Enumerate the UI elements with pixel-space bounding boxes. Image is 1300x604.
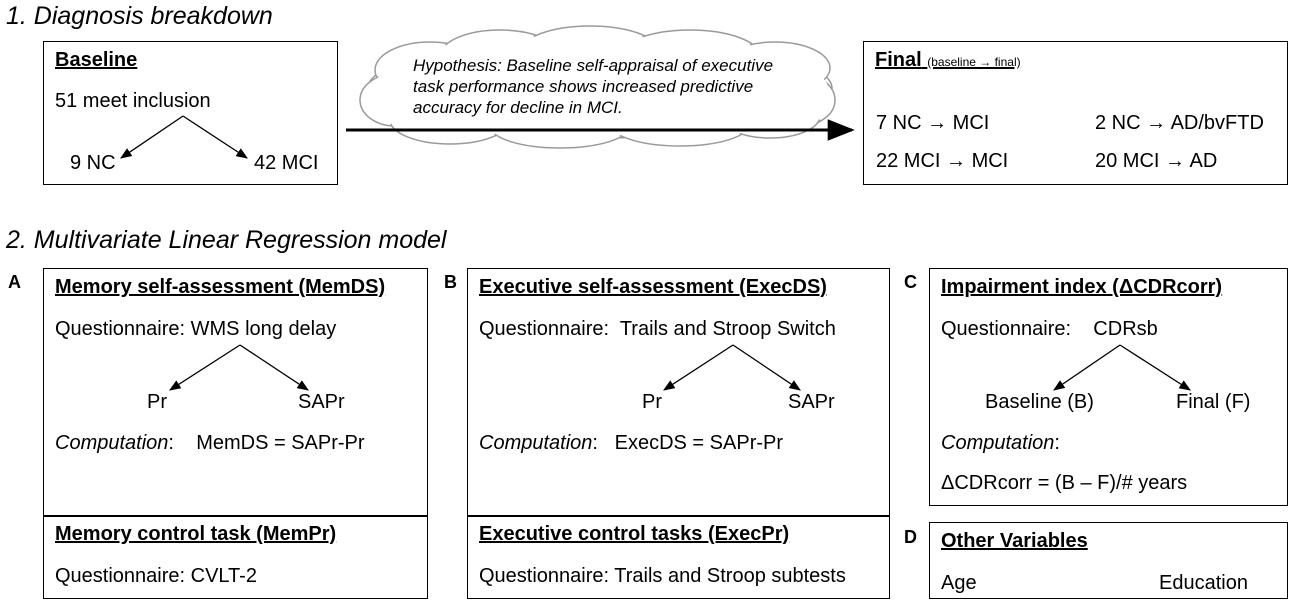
final-title: Final (baseline → final) [875, 49, 1021, 72]
panel-c-computation: Computation: [941, 432, 1060, 455]
panel-a-control-title: Memory control task (MemPr) [55, 523, 337, 545]
panel-b-questionnaire: Questionnaire: Trails and Stroop Switch [479, 318, 836, 340]
panel-d-education: Education [1159, 572, 1248, 594]
panel-a-computation: Computation: MemDS = SAPr-Pr [55, 432, 365, 455]
panel-c-computation-label: Computation [941, 432, 1055, 454]
hypothesis-line-1: Hypothesis: Baseline self-appraisal of e… [413, 56, 774, 75]
panel-d-box [929, 522, 1288, 599]
panel-letter-b: B [444, 272, 457, 292]
panel-b-control-title: Executive control tasks (ExecPr) [479, 523, 790, 545]
final-subtitle: (baseline → final) [927, 55, 1021, 69]
panel-letter-c: C [904, 272, 917, 292]
panel-a-control-questionnaire: Questionnaire: CVLT-2 [55, 565, 257, 587]
panel-b-divider [467, 515, 890, 517]
baseline-box [43, 41, 338, 185]
panel-letter-d: D [904, 527, 917, 547]
panel-a-computation-value: : MemDS = SAPr-Pr [168, 432, 365, 454]
section-2-title: 2. Multivariate Linear Regression model [6, 226, 447, 254]
panel-c-box [929, 268, 1288, 506]
final-item-mci-mci: 22 MCI → MCI [876, 150, 1009, 172]
panel-a-title: Memory self-assessment (MemDS) [55, 276, 386, 298]
final-title-text: Final [875, 49, 922, 71]
panel-c-questionnaire: Questionnaire: CDRsb [941, 318, 1158, 340]
panel-letter-a: A [8, 272, 21, 292]
final-item-nc-mci: 7 NC → MCI [876, 112, 990, 134]
panel-b-title: Executive self-assessment (ExecDS) [479, 276, 827, 298]
panel-b-sapr: SAPr [788, 391, 835, 413]
panel-b-box [467, 268, 890, 599]
section-1-title: 1. Diagnosis breakdown [6, 2, 273, 30]
baseline-mci: 42 MCI [254, 152, 319, 174]
panel-b-computation: Computation: ExecDS = SAPr-Pr [479, 432, 783, 455]
panel-d-title: Other Variables [941, 530, 1088, 552]
panel-a-box [43, 268, 428, 599]
panel-d-age: Age [941, 572, 977, 594]
panel-a-sapr: SAPr [298, 391, 345, 413]
baseline-meet-inclusion: 51 meet inclusion [55, 90, 211, 112]
panel-a-questionnaire: Questionnaire: WMS long delay [55, 318, 337, 340]
panel-a-computation-label: Computation [55, 432, 169, 454]
hypothesis-line-3: accuracy for decline in MCI. [413, 98, 623, 117]
panel-c-final: Final (F) [1176, 391, 1251, 413]
hypothesis-line-2: task performance shows increased predict… [413, 77, 754, 96]
panel-c-baseline: Baseline (B) [985, 391, 1094, 413]
panel-c-title: Impairment index (ΔCDRcorr) [941, 276, 1223, 298]
baseline-title: Baseline [55, 49, 138, 71]
panel-c-formula: ΔCDRcorr = (B – F)/# years [941, 472, 1188, 494]
panel-a-pr: Pr [147, 391, 167, 413]
panel-a-divider [43, 515, 428, 517]
final-item-mci-ad: 20 MCI → AD [1095, 150, 1218, 172]
panel-b-pr: Pr [642, 391, 662, 413]
final-item-nc-ad: 2 NC → AD/bvFTD [1095, 112, 1264, 134]
panel-b-computation-label: Computation [479, 432, 593, 454]
panel-b-computation-value: : ExecDS = SAPr-Pr [592, 432, 784, 454]
panel-b-control-questionnaire: Questionnaire: Trails and Stroop subtest… [479, 565, 846, 587]
final-box [863, 41, 1288, 185]
panel-c-computation-colon: : [1054, 432, 1060, 454]
baseline-nc: 9 NC [70, 152, 116, 174]
hypothesis-text: Hypothesis: Baseline self-appraisal of e… [413, 55, 773, 118]
